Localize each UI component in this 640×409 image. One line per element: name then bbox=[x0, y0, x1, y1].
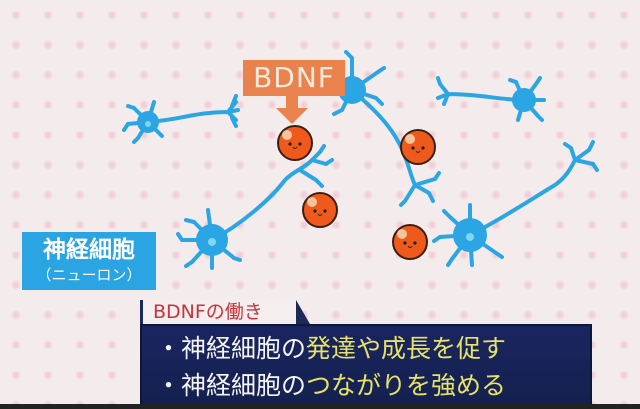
caption-tab-slant bbox=[296, 300, 310, 324]
neuron bbox=[330, 50, 441, 207]
bdnf-ball bbox=[302, 192, 338, 228]
neuron-label: 神経細胞 （ニューロン） bbox=[22, 232, 156, 290]
bdnf-label: BDNF bbox=[243, 60, 345, 96]
bdnf-molecules bbox=[277, 125, 436, 260]
bullet: ・ bbox=[156, 334, 182, 363]
neuron-label-main: 神経細胞 bbox=[43, 237, 135, 263]
bdnf-ball bbox=[392, 224, 428, 260]
bdnf-ball bbox=[400, 129, 436, 165]
caption-item: ・神経細胞の発達や成長を促す bbox=[156, 330, 590, 367]
caption-item-highlight: 発達や成長を促す bbox=[306, 334, 507, 363]
caption-item: ・神経細胞のつながりを強める bbox=[156, 367, 590, 404]
caption-title: BDNFの働き bbox=[140, 300, 300, 324]
bottom-edge bbox=[0, 404, 640, 409]
bdnf-ball bbox=[277, 125, 313, 161]
caption-item-prefix: 神経細胞の bbox=[181, 334, 307, 363]
caption-item-prefix: 神経細胞の bbox=[181, 371, 307, 400]
neuron-label-sub: （ニューロン） bbox=[36, 266, 142, 284]
caption-panel: ・神経細胞の発達や成長を促す ・神経細胞のつながりを強める bbox=[140, 324, 592, 406]
bdnf-arrow bbox=[276, 96, 308, 124]
caption-item-highlight: つながりを強める bbox=[306, 371, 507, 400]
bullet: ・ bbox=[156, 371, 182, 400]
